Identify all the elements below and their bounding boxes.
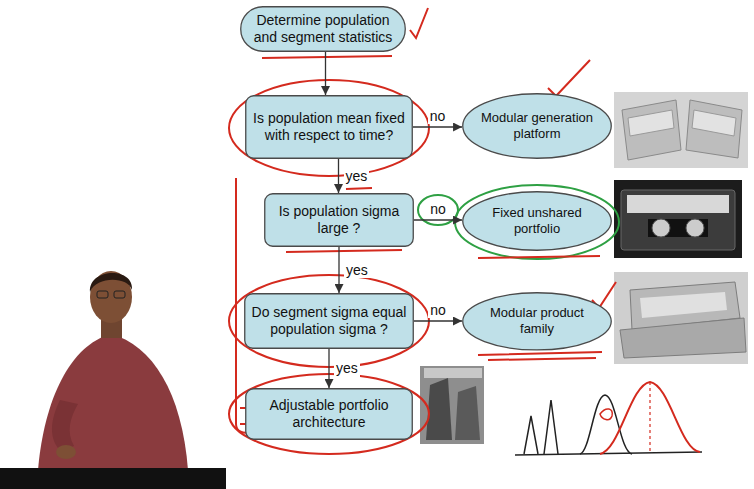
flow-arrow — [325, 52, 326, 95]
car-window — [424, 368, 482, 378]
graph-mean-line — [649, 382, 650, 452]
lecturer-glasses — [97, 291, 108, 298]
underline — [478, 352, 602, 360]
start-terminal: Determine population and segment statist… — [240, 6, 406, 52]
edge-label: no — [428, 302, 448, 318]
ac-grille — [692, 110, 736, 136]
box-outline — [246, 389, 413, 440]
photo-background — [420, 366, 484, 444]
node-text: Is population mean fixed with respect to… — [251, 110, 407, 144]
ellipse-outline — [463, 94, 612, 159]
car-seat — [455, 386, 480, 440]
box-outline — [241, 7, 406, 52]
box-outline — [265, 194, 414, 247]
graph-axis — [515, 452, 702, 455]
edge-label: yes — [344, 168, 370, 184]
edge-label: no — [428, 201, 448, 217]
podium-bar — [0, 468, 226, 489]
circle-annotation — [229, 80, 429, 176]
ac-grille — [640, 292, 727, 318]
lecturer-hand — [56, 445, 76, 459]
node-text: Adjustable portfolio architecture — [251, 397, 407, 431]
lecturer-hair — [90, 273, 132, 292]
outcome-ellipse: Fixed unshared portfolio — [462, 191, 612, 251]
photo-background — [614, 272, 748, 364]
check-mark — [410, 8, 428, 38]
edge-label: yes — [334, 360, 360, 376]
decision-box: Is population mean fixed with respect to… — [245, 95, 413, 159]
node-text: Do segment sigma equal population sigma … — [250, 304, 408, 338]
edge-label: no — [428, 108, 448, 124]
node-text-group: Do segment sigma equal population sigma … — [250, 304, 408, 338]
cassette-label — [627, 195, 729, 213]
graph-mark — [600, 409, 612, 420]
node-text: Fixed unshared portfolio — [476, 205, 599, 236]
cassette-window — [648, 219, 708, 237]
node-text: Modular generation platform — [476, 110, 599, 141]
photo-background — [614, 180, 742, 258]
check-mark — [548, 60, 590, 96]
cassette-reel — [686, 219, 704, 237]
node-text: Modular product family — [476, 305, 599, 336]
ellipse-outline — [463, 292, 612, 349]
lecturer-head — [90, 271, 132, 323]
node-text: Is population sigma large ? — [270, 203, 408, 237]
node-text-group: Modular generation platform — [476, 110, 599, 141]
circle-annotation — [455, 185, 619, 259]
photo-background — [614, 92, 748, 168]
decision-box: Do segment sigma equal population sigma … — [244, 293, 414, 349]
node-text: Determine population and segment statist… — [246, 12, 400, 46]
ac-grille — [628, 110, 674, 136]
flow-arrow — [414, 219, 462, 220]
underline — [286, 250, 402, 252]
ac-unit — [686, 100, 742, 158]
ac-unit — [622, 100, 681, 160]
box-outline — [245, 294, 414, 349]
node-text-group: Is population sigma large ? — [270, 203, 408, 237]
node-text-group: Determine population and segment statist… — [246, 12, 400, 46]
lecturer-shirt — [38, 334, 188, 470]
underline — [478, 256, 600, 258]
flow-arrow — [413, 126, 462, 127]
node-text-group: Modular product family — [476, 305, 599, 336]
lecturer-glasses — [114, 291, 125, 298]
flow-arrow — [328, 349, 329, 388]
flow-arrow — [338, 247, 339, 293]
graph-peaks — [524, 395, 632, 454]
flow-arrow — [338, 159, 339, 193]
node-text-group: Is population mean fixed with respect to… — [251, 110, 407, 144]
node-text-group: Fixed unshared portfolio — [476, 205, 599, 236]
ac-unit — [620, 318, 746, 358]
outcome-ellipse: Modular product family — [462, 292, 612, 351]
lecturer-arm — [52, 400, 78, 452]
decision-box: Adjustable portfolio architecture — [245, 388, 413, 440]
car-seat — [426, 378, 452, 440]
ellipse-outline — [463, 192, 612, 251]
outcome-ellipse: Modular generation platform — [462, 93, 612, 159]
node-text-group: Adjustable portfolio architecture — [251, 397, 407, 431]
graph-peak-red — [600, 382, 700, 454]
edge-label: yes — [344, 262, 370, 278]
flow-arrow — [414, 320, 462, 321]
box-outline — [246, 96, 413, 159]
underline — [262, 56, 392, 58]
cassette-reel — [652, 219, 670, 237]
underline — [346, 188, 372, 189]
cassette-body — [621, 190, 735, 250]
decision-box: Is population sigma large ? — [264, 193, 414, 247]
